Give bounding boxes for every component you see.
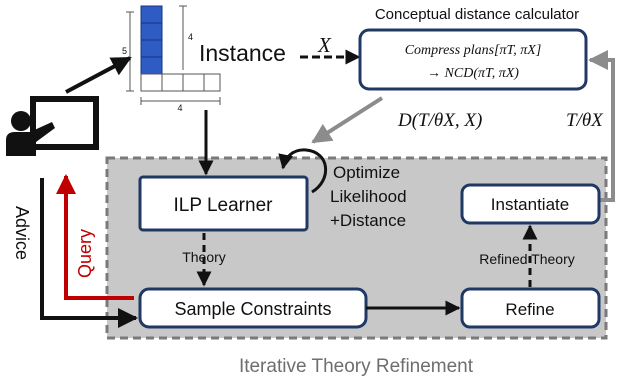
x-var: X <box>317 33 332 57</box>
dim-label-4-bottom: 4 <box>177 103 182 113</box>
refine-box <box>460 287 601 329</box>
optimize-loop-arrow <box>278 148 328 194</box>
advice-label: Advice <box>12 206 32 260</box>
t-theta-arrow <box>588 50 615 202</box>
teacher-presenting-icon <box>6 96 99 156</box>
stacked-blocks-icon <box>126 5 221 105</box>
theory-label: Theory <box>182 249 226 265</box>
ilp-learner-label: ILP Learner <box>174 195 274 216</box>
sample-constraints-label: Sample Constraints <box>174 299 331 319</box>
query-arrow <box>56 174 134 300</box>
instance-label: Instance <box>199 40 286 66</box>
ilp-learner-box <box>138 175 309 232</box>
calc-title: Conceptual distance calculator <box>375 6 579 23</box>
distance-arrow <box>311 96 384 144</box>
teacher-to-instance-arrow <box>65 56 132 94</box>
calc-line-1: Compress plans[πT, πX] <box>405 43 542 58</box>
calculator-box <box>358 28 588 91</box>
refine-label: Refine <box>505 300 554 319</box>
instantiate-box <box>460 183 601 225</box>
refined-theory-label: Refined Theory <box>479 251 574 267</box>
calc-line-2: → NCD(πT, πX) <box>427 66 519 81</box>
dim-label-5: 5 <box>122 46 127 56</box>
optimize-line-2: Likelihood <box>330 187 407 206</box>
panel-title: Iterative Theory Refinement <box>239 356 474 377</box>
advice-arrow <box>40 178 138 328</box>
query-label: Query <box>75 229 95 278</box>
distance-label: D(T/θX, X) <box>397 110 482 131</box>
instantiate-label: Instantiate <box>491 195 569 214</box>
optimize-line-1: Optimize <box>333 163 400 182</box>
optimize-line-3: +Distance <box>330 211 406 230</box>
dim-label-4-top: 4 <box>188 32 193 42</box>
t-theta-label: T/θX <box>566 110 604 131</box>
